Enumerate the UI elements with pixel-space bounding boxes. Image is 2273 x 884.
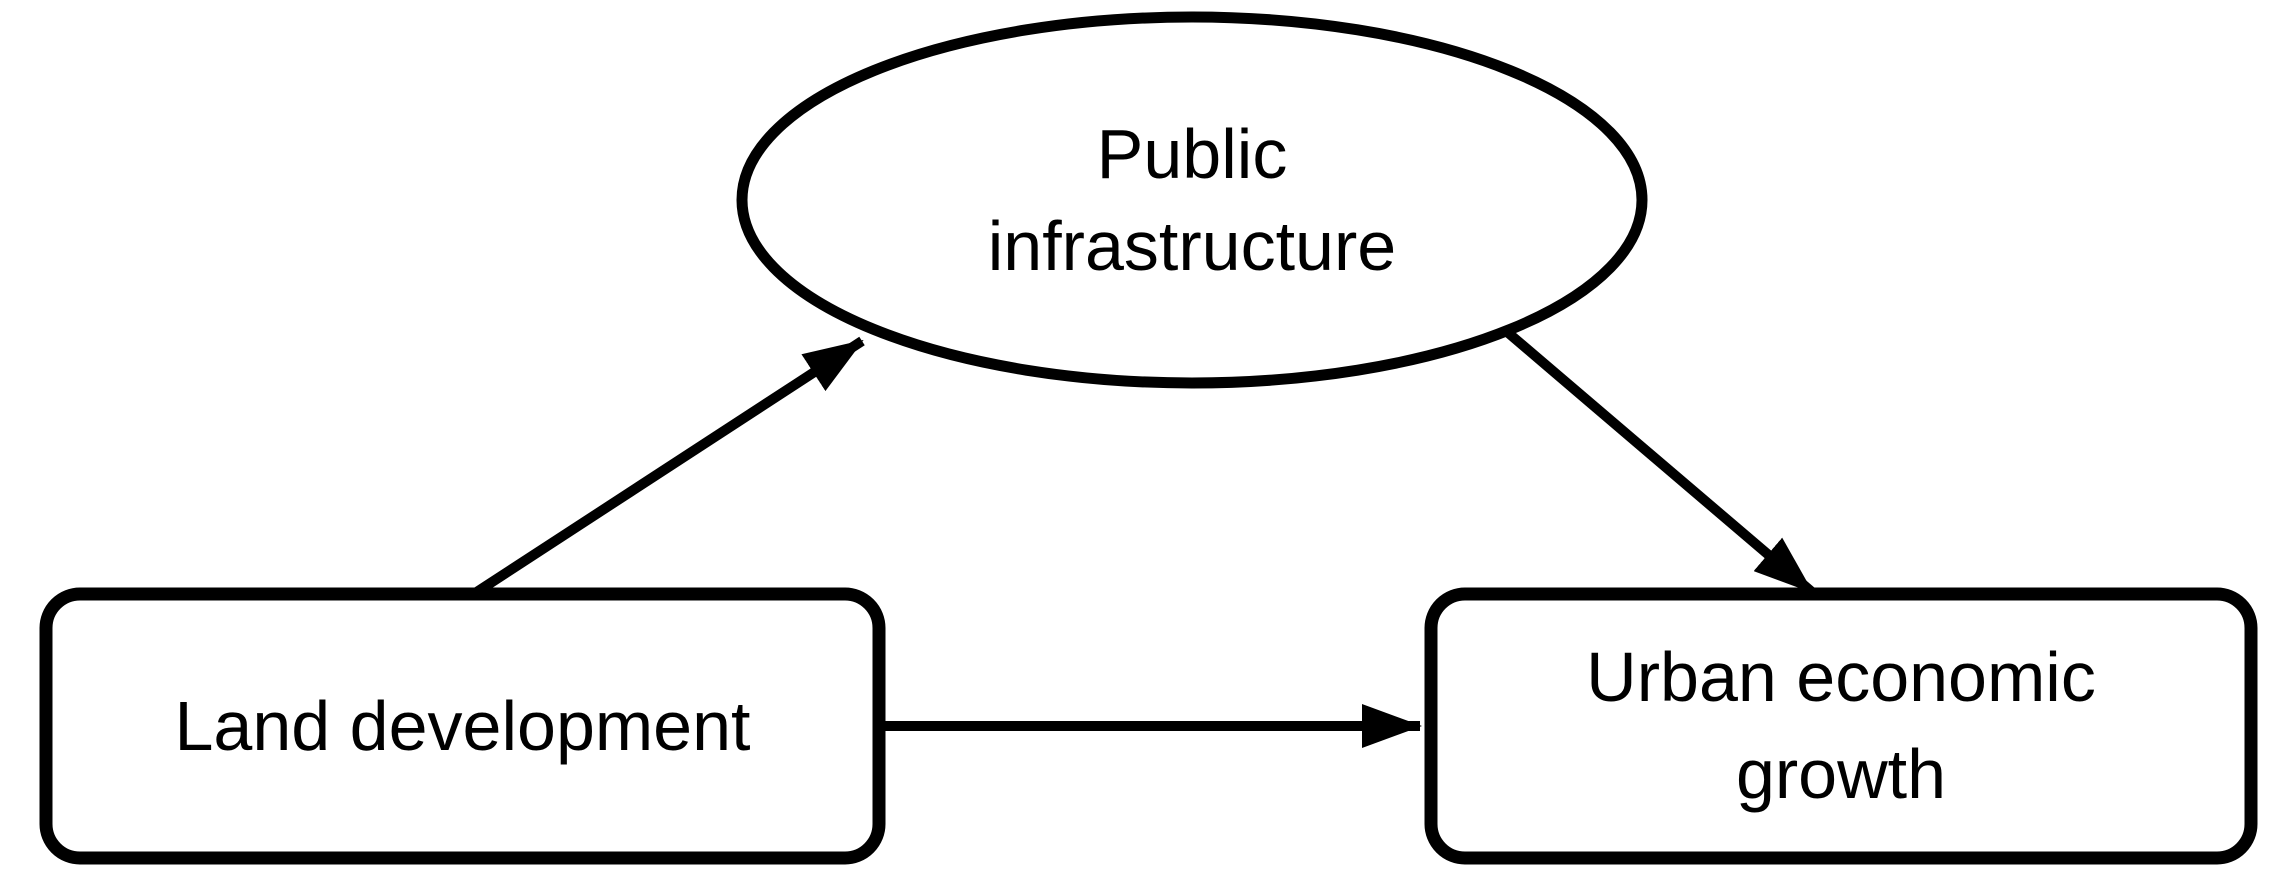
source-box xyxy=(39,587,886,865)
edge-mediator-to-outcome-arrow xyxy=(1502,327,1816,596)
mediator-ellipse xyxy=(736,11,1648,389)
outcome-box xyxy=(1424,587,2258,865)
edge-source-to-mediator-arrow xyxy=(463,336,865,604)
